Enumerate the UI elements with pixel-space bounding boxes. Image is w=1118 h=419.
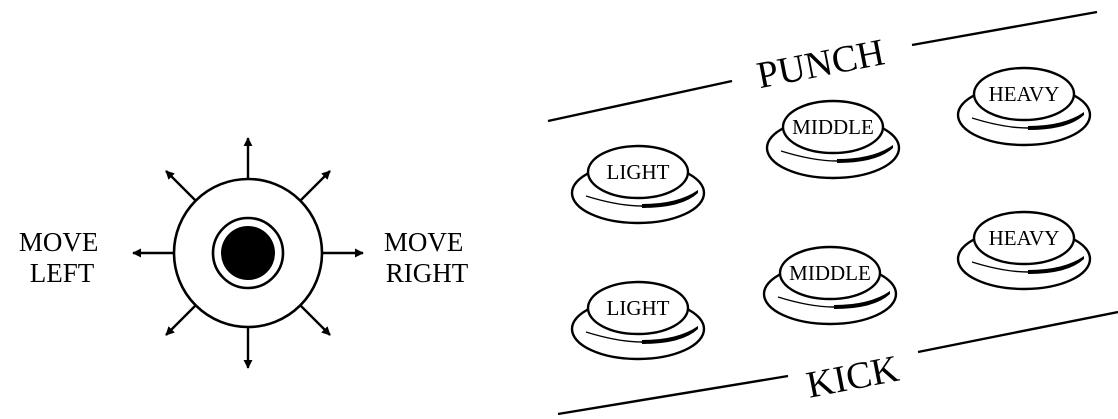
punch-light-button[interactable]: LIGHT [570,144,706,225]
punch-middle-button[interactable]: MIDDLE [765,99,901,180]
arrow-down-left-icon [165,301,200,336]
button-panel: PUNCH KICK LIGHT MIDDLE HEAVY [547,10,1118,416]
move-right-line-2: RIGHT [386,258,469,288]
button-highlight-icon [780,150,838,162]
button-highlight-icon [971,117,1029,129]
kick-light-button[interactable]: LIGHT [570,280,706,361]
move-left-line-1: MOVE [19,227,99,257]
button-shadow-icon [642,190,698,208]
button-label: MIDDLE [792,115,874,139]
joystick-ball[interactable] [221,226,275,280]
button-label: HEAVY [989,226,1060,250]
button-cap [586,144,690,200]
move-right-label: MOVE RIGHT [384,227,470,288]
button-shadow-icon [834,291,890,309]
move-left-line-2: LEFT [30,258,95,288]
move-left-label: MOVE LEFT [19,227,105,288]
button-cap [586,280,690,336]
button-shadow-icon [1028,112,1084,130]
arrow-up-left-icon [165,170,200,205]
punch-heavy-button[interactable]: HEAVY [956,66,1092,147]
kick-divider-left [557,374,789,416]
button-shadow-icon [837,145,893,163]
arrow-up-right-icon [296,170,331,205]
button-highlight-icon [777,296,835,308]
button-highlight-icon [971,261,1029,273]
button-shadow-icon [1028,256,1084,274]
button-cap [972,66,1076,122]
joystick-arrows [132,137,364,369]
kick-row-label: KICK [803,348,903,407]
button-cap [972,210,1076,266]
button-label: LIGHT [607,296,670,320]
punch-row-label: PUNCH [753,31,887,97]
button-label: HEAVY [989,82,1060,106]
button-label: MIDDLE [789,261,871,285]
button-cap [781,99,885,155]
button-highlight-icon [585,331,643,343]
kick-heavy-button[interactable]: HEAVY [956,210,1092,291]
arrow-down-right-icon [296,301,331,336]
punch-divider-right [911,10,1098,47]
button-label: LIGHT [607,160,670,184]
punch-divider-left [547,79,733,123]
button-shadow-icon [642,326,698,344]
button-cap [778,245,882,301]
joystick[interactable] [132,137,364,369]
move-right-line-1: MOVE [384,227,464,257]
button-highlight-icon [585,195,643,207]
kick-divider-right [917,310,1118,354]
kick-middle-button[interactable]: MIDDLE [762,245,898,326]
